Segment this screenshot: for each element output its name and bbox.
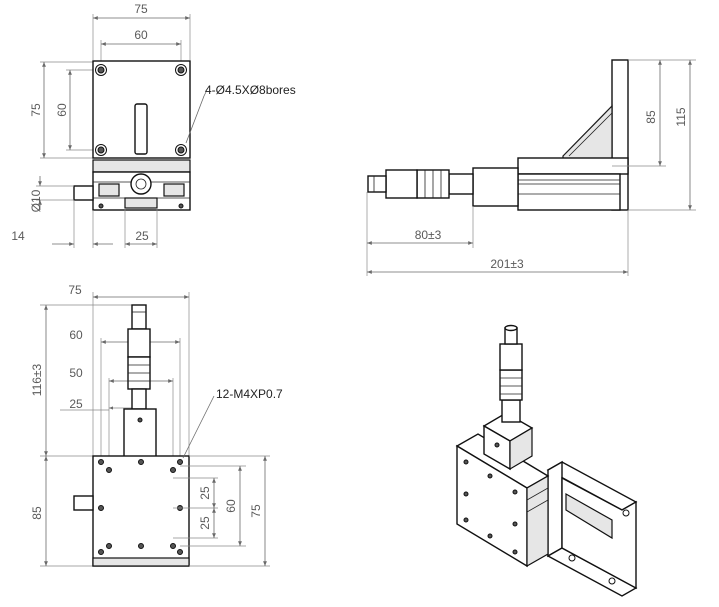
- m4-hole: [138, 543, 144, 549]
- dim-bl-60: 60: [69, 328, 83, 342]
- dim-height-116: 116±3: [30, 363, 44, 396]
- iso-gusset: [565, 492, 613, 540]
- side-view: 85 115 80±3 201±3: [366, 59, 696, 276]
- micrometer-barrel: [127, 328, 151, 358]
- micrometer-ratchet: [367, 175, 387, 193]
- m4-hole: [177, 459, 183, 465]
- base-strip: [92, 159, 191, 173]
- dim-total-201: 201±3: [490, 257, 524, 271]
- carriage-block: [472, 167, 519, 207]
- m4-hole: [98, 505, 104, 511]
- dim-right-25b: 25: [198, 516, 212, 530]
- iso-stage-side: [526, 474, 549, 568]
- dim-height-60: 60: [55, 103, 69, 117]
- center-slot: [134, 103, 148, 155]
- m4-hole: [98, 549, 104, 555]
- iso-micrometer-sleeve: [501, 399, 521, 423]
- micrometer-sleeve: [448, 173, 474, 195]
- dim-right-75: 75: [249, 504, 263, 518]
- dim-bl-75: 75: [68, 283, 82, 297]
- micrometer-ratchet: [131, 304, 147, 330]
- dim-bl-50: 50: [69, 366, 83, 380]
- dim-offset-14: 14: [11, 229, 25, 243]
- dim-bl-25: 25: [69, 397, 83, 411]
- m4-hole: [106, 543, 112, 549]
- iso-micrometer-barrel: [499, 343, 523, 371]
- dim-height-85: 85: [644, 110, 658, 124]
- m4-hole: [170, 543, 176, 549]
- dim-height-75: 75: [29, 103, 43, 117]
- m4-hole: [170, 467, 176, 473]
- bottom-left-view: 75 60 50 25 116±3 85: [30, 283, 283, 567]
- micrometer-barrel: [385, 169, 418, 199]
- callout-bores: 4-Ø4.5XØ8bores: [205, 83, 296, 97]
- dim-micrometer-80: 80±3: [415, 228, 442, 242]
- carriage-block: [123, 408, 157, 458]
- dim-right-60: 60: [224, 499, 238, 513]
- dim-height-115: 115: [674, 107, 688, 126]
- micrometer-sleeve: [131, 388, 147, 410]
- horizontal-plate: [517, 157, 629, 175]
- dim-center-25: 25: [135, 229, 149, 243]
- m4-hole: [106, 467, 112, 473]
- dim-right-25a: 25: [198, 486, 212, 500]
- top-left-view: 75 60 75 60: [11, 2, 296, 248]
- dim-diameter-10: Ø10: [29, 189, 43, 212]
- dim-height-85: 85: [30, 506, 44, 520]
- iso-micrometer-thimble: [499, 369, 523, 401]
- knob-stub: [73, 185, 94, 201]
- dim-width-75: 75: [134, 2, 148, 16]
- stage-body: [517, 173, 621, 211]
- knob-stub: [73, 495, 94, 511]
- callout-holes: 12-M4XP0.7: [216, 387, 283, 401]
- gusset: [562, 104, 613, 161]
- m4-hole: [177, 549, 183, 555]
- m4-hole: [138, 459, 144, 465]
- m4-hole: [98, 459, 104, 465]
- isometric-view: [455, 324, 638, 597]
- dim-width-60: 60: [134, 28, 148, 42]
- micrometer-end: [130, 173, 152, 195]
